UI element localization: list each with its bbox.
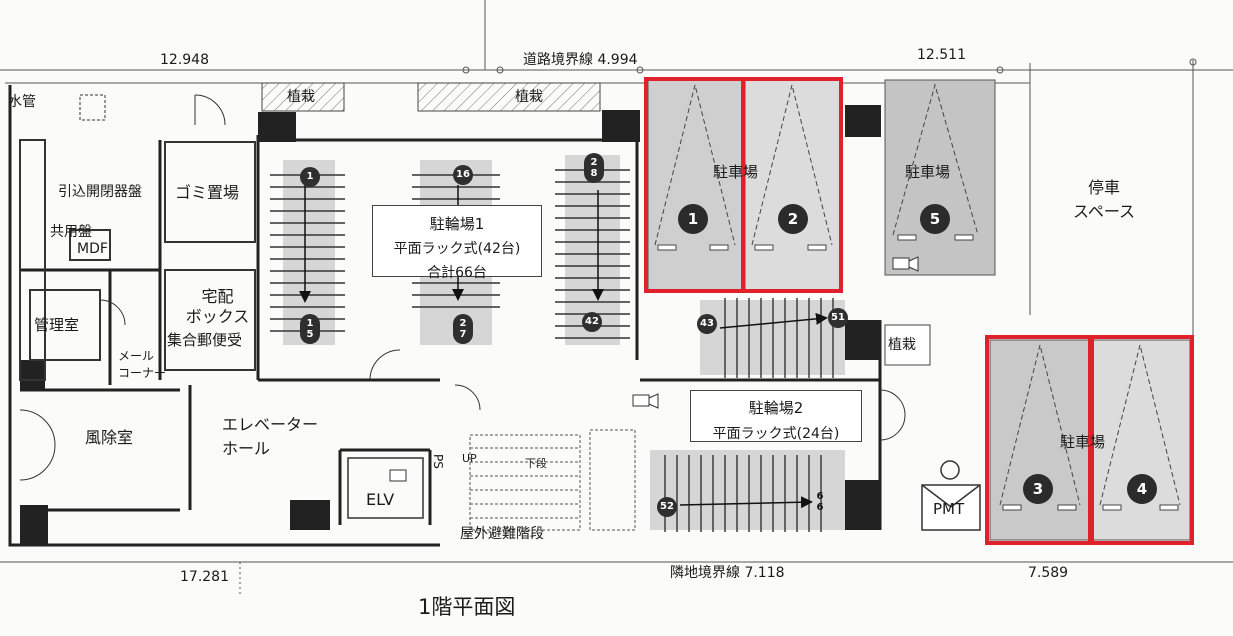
stair-lines [469, 429, 636, 531]
parking-highlight [644, 77, 1194, 545]
columns [20, 105, 881, 545]
parking-wheelstops [657, 234, 1179, 511]
service-rooms [19, 94, 256, 381]
parking-spaces [647, 79, 1191, 541]
parking-guides [654, 83, 1181, 506]
planting-beds [261, 82, 931, 366]
pmt-box [921, 460, 981, 531]
door-swings [19, 94, 906, 481]
walls [8, 85, 882, 547]
camera-icons [389, 256, 919, 482]
elevator-shaft [347, 457, 424, 519]
